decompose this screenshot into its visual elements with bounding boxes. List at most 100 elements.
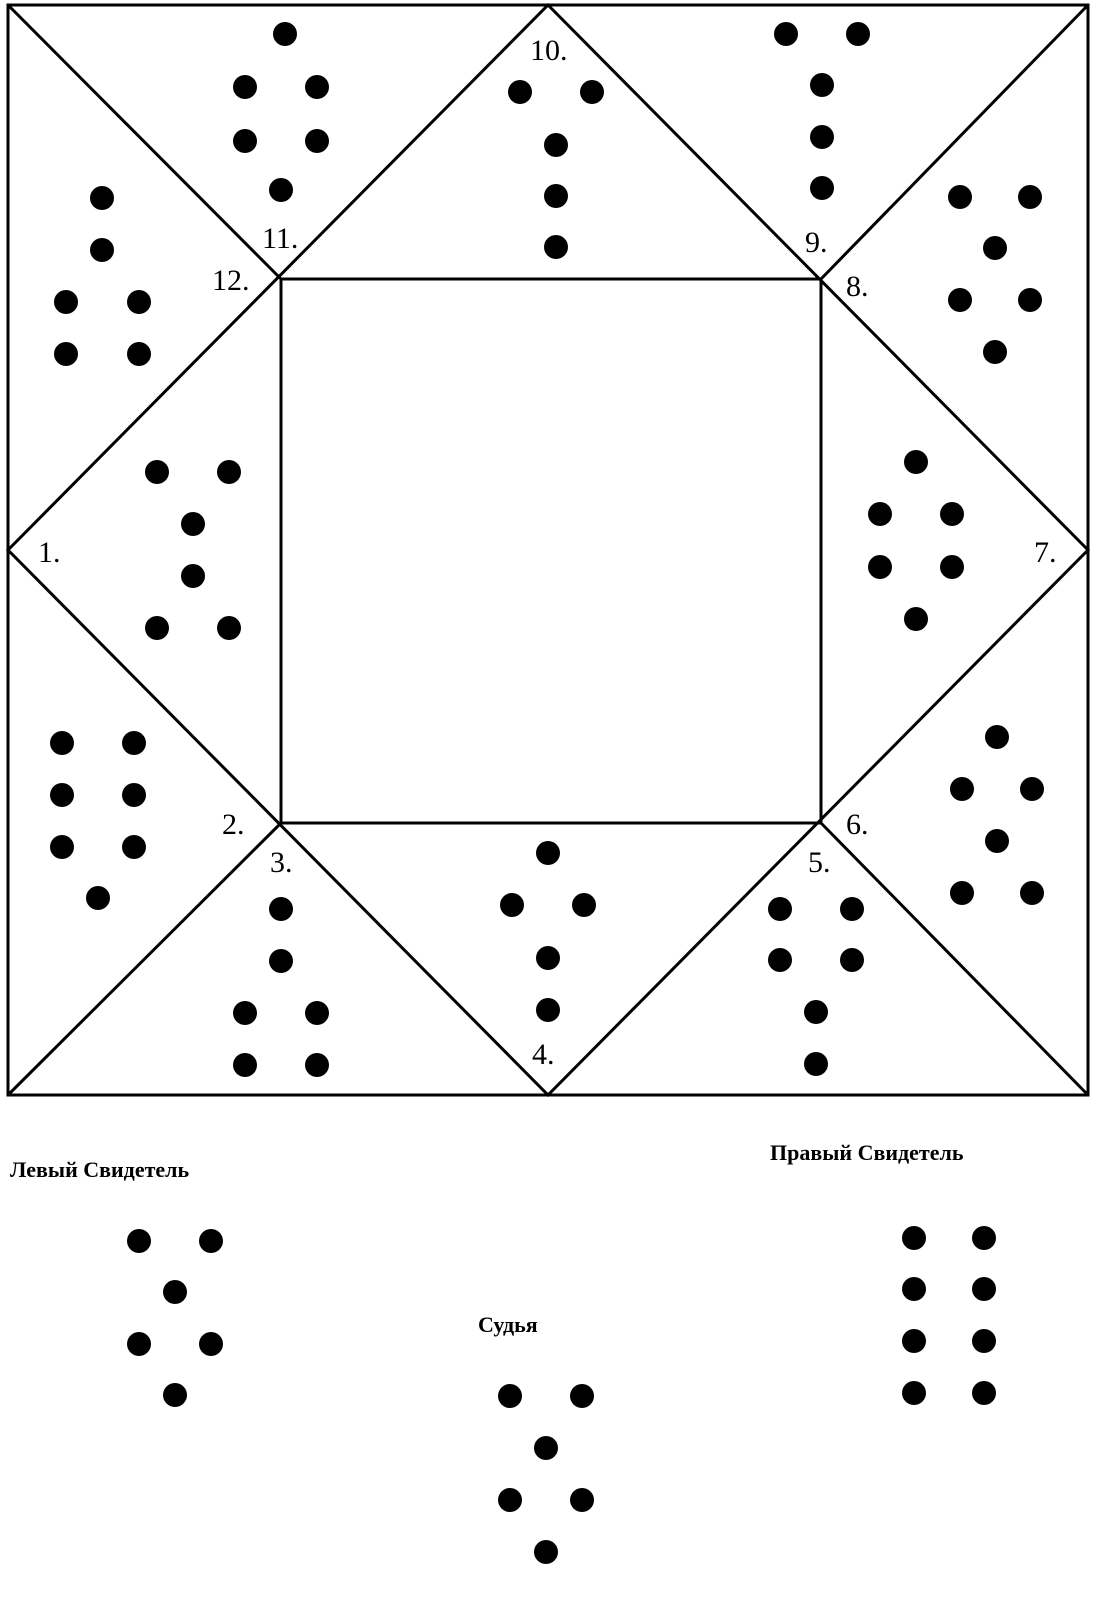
dot (199, 1229, 223, 1253)
house-label-6: 6. (846, 808, 869, 841)
dot (122, 835, 146, 859)
figure-left-witness (127, 1229, 223, 1407)
dot (983, 236, 1007, 260)
dot (122, 731, 146, 755)
dot (217, 616, 241, 640)
figure-right-witness (902, 1226, 996, 1405)
dot (163, 1280, 187, 1304)
inner-square (279, 277, 823, 825)
dot (1018, 288, 1042, 312)
figure-house-12 (54, 186, 151, 366)
dot (233, 129, 257, 153)
diagonal-bottom-left (6, 821, 283, 1097)
dot (810, 73, 834, 97)
dot (544, 133, 568, 157)
dot (86, 886, 110, 910)
dot (972, 1329, 996, 1353)
dot (90, 186, 114, 210)
dot (536, 998, 560, 1022)
dot (972, 1277, 996, 1301)
figure-judge (498, 1384, 594, 1564)
dot (1020, 777, 1044, 801)
dot (534, 1540, 558, 1564)
dot (127, 342, 151, 366)
dot (846, 22, 870, 46)
dot (570, 1488, 594, 1512)
dot (305, 1001, 329, 1025)
house-label-11: 11. (262, 222, 298, 255)
dot (948, 288, 972, 312)
dot (570, 1384, 594, 1408)
dot (181, 564, 205, 588)
diamond (5, 2, 1091, 1098)
dot (127, 1332, 151, 1356)
dot (305, 75, 329, 99)
dot (233, 1001, 257, 1025)
dot (122, 783, 146, 807)
dot (269, 949, 293, 973)
dot (1020, 881, 1044, 905)
dot (127, 1229, 151, 1253)
dot (950, 881, 974, 905)
house-label-7: 7. (1034, 536, 1057, 569)
figure-house-3 (233, 897, 329, 1077)
dot (145, 460, 169, 484)
dot (273, 22, 297, 46)
dot (810, 125, 834, 149)
dot (217, 460, 241, 484)
dot (536, 946, 560, 970)
dot (534, 1436, 558, 1460)
figure-house-6 (950, 725, 1044, 905)
dot (269, 178, 293, 202)
house-label-9: 9. (805, 226, 828, 259)
dot (90, 238, 114, 262)
dot (868, 555, 892, 579)
dot (972, 1381, 996, 1405)
dot (54, 342, 78, 366)
diagonal-bottom-right (819, 821, 1090, 1097)
dot (508, 80, 532, 104)
house-label-10: 10. (530, 34, 568, 67)
figure-house-7 (868, 450, 964, 631)
figure-house-8 (948, 185, 1042, 364)
dot (840, 897, 864, 921)
dot (572, 893, 596, 917)
dot (774, 22, 798, 46)
dot (50, 783, 74, 807)
diagonal-top-left (6, 3, 283, 281)
house-label-5: 5. (808, 846, 831, 879)
left-witness-caption: Левый Свидетель (10, 1157, 189, 1182)
figure-house-9 (774, 22, 870, 200)
dot (768, 897, 792, 921)
dot (948, 185, 972, 209)
dot (810, 176, 834, 200)
dot (904, 450, 928, 474)
dot (498, 1384, 522, 1408)
dot (902, 1277, 926, 1301)
judge-caption: Судья (478, 1312, 538, 1337)
dot (580, 80, 604, 104)
dot (985, 725, 1009, 749)
dot (163, 1383, 187, 1407)
dot (902, 1381, 926, 1405)
house-label-12: 12. (212, 264, 250, 297)
dot (305, 1053, 329, 1077)
dot (127, 290, 151, 314)
dot (233, 75, 257, 99)
dot (940, 502, 964, 526)
house-label-1: 1. (38, 536, 61, 569)
figure-house-1 (145, 460, 241, 640)
dot (498, 1488, 522, 1512)
right-witness-caption: Правый Свидетель (770, 1140, 964, 1165)
dot (804, 1052, 828, 1076)
figure-house-4 (500, 841, 596, 1022)
dot (902, 1226, 926, 1250)
dot (904, 607, 928, 631)
dot (768, 948, 792, 972)
dot (145, 616, 169, 640)
dot (181, 512, 205, 536)
dot (868, 502, 892, 526)
dot (983, 340, 1007, 364)
dot (1018, 185, 1042, 209)
house-label-8: 8. (846, 270, 869, 303)
